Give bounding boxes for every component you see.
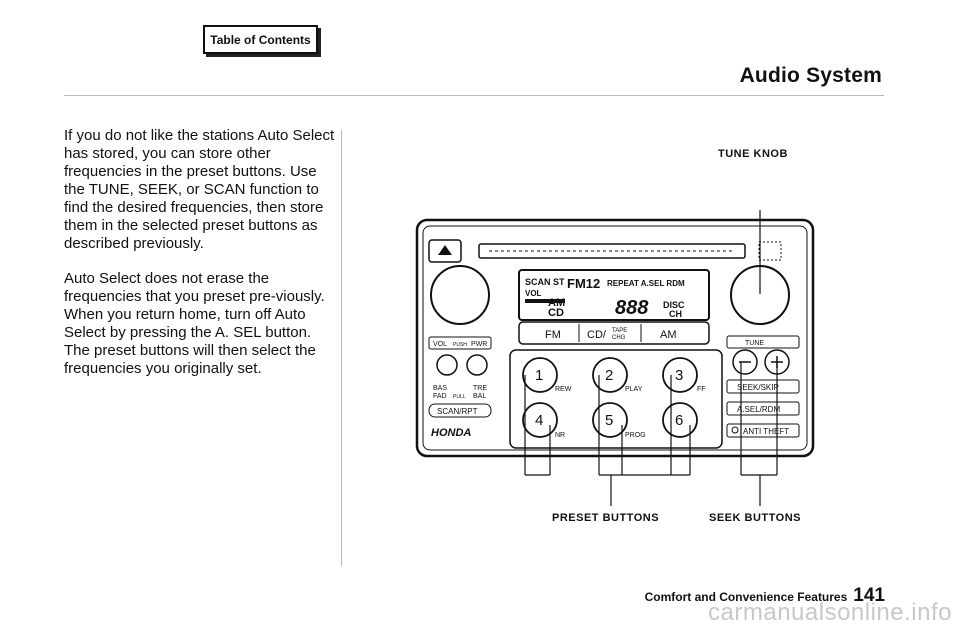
display-digits: 888 (615, 297, 649, 319)
preset-4: 4NR (522, 402, 565, 439)
paragraph-1: If you do not like the stations Auto Sel… (64, 127, 335, 252)
scan-rpt-button: SCAN/RPT (437, 407, 478, 416)
footer-section: Comfort and Convenience Features (644, 590, 848, 604)
preset-buttons-callout: PRESET BUTTONS (552, 512, 660, 524)
svg-text:5: 5 (605, 412, 613, 429)
svg-text:6: 6 (675, 412, 683, 429)
column-divider (341, 130, 342, 566)
fm-button: FM (545, 329, 561, 341)
tune-knob-callout: TUNE KNOB (718, 148, 788, 160)
preset-6: 6 (662, 402, 698, 438)
volume-knob (430, 265, 490, 325)
tape-icon (758, 241, 782, 261)
display-am: AM (548, 297, 565, 309)
fader-balance-knob (466, 354, 488, 376)
honda-logo: HONDA (431, 427, 471, 439)
table-of-contents-button[interactable]: Table of Contents (203, 25, 318, 54)
anti-theft-indicator: ANTI THEFT (743, 427, 789, 436)
page-number: 141 (853, 585, 885, 606)
svg-text:3: 3 (675, 367, 683, 384)
bass-treble-knob (436, 354, 458, 376)
svg-text:1: 1 (535, 367, 543, 384)
svg-text:2: 2 (605, 367, 613, 384)
svg-text:FAD: FAD (433, 393, 447, 400)
cd-tape-button: CD/ (587, 329, 607, 341)
svg-text:NR: NR (555, 432, 565, 439)
watermark: carmanualsonline.info (708, 599, 952, 626)
svg-text:BAS: BAS (433, 385, 447, 392)
svg-text:TRE: TRE (473, 385, 487, 392)
display-repeat: REPEAT A.SEL RDM (607, 279, 685, 288)
display-disc: DISC (663, 300, 685, 310)
svg-text:FF: FF (697, 386, 706, 393)
display-band: FM12 (567, 276, 600, 291)
page-title: Audio System (739, 64, 882, 87)
paragraph-2: Auto Select does not erase the frequenci… (64, 270, 325, 377)
eject-icon (438, 245, 452, 255)
tune-label: TUNE (745, 340, 764, 347)
display-scan-st: SCAN ST (525, 277, 565, 287)
page-footer: Comfort and Convenience Features 141 (645, 585, 885, 607)
svg-text:PUSH: PUSH (453, 342, 467, 348)
display-ch: CH (669, 309, 682, 319)
seek-buttons-callout: SEEK BUTTONS (709, 512, 801, 524)
svg-text:BAL: BAL (473, 393, 486, 400)
svg-text:4: 4 (535, 412, 543, 429)
svg-text:CHG: CHG (612, 335, 626, 341)
svg-text:TAPE: TAPE (612, 328, 627, 334)
svg-text:PROG: PROG (625, 432, 646, 439)
vol-push-pwr-label: VOL (433, 341, 447, 348)
leader-lines (524, 210, 778, 506)
body-text: If you do not like the stations Auto Sel… (64, 127, 336, 395)
audio-unit-diagram: SCAN ST FM12 REPEAT A.SEL RDM VOL AM CD … (415, 210, 815, 506)
asel-rdm-button: A.SEL/RDM (737, 405, 780, 414)
display-vol: VOL (525, 289, 542, 298)
svg-text:PULL: PULL (453, 394, 466, 400)
svg-text:PWR: PWR (471, 341, 487, 348)
seek-skip-button: SEEK/SKIP (737, 383, 779, 392)
am-button: AM (660, 329, 677, 341)
header-divider (64, 95, 884, 96)
display-panel (518, 269, 710, 321)
display-cd: CD (548, 307, 564, 319)
svg-text:REW: REW (555, 386, 572, 393)
svg-text:PLAY: PLAY (625, 386, 643, 393)
